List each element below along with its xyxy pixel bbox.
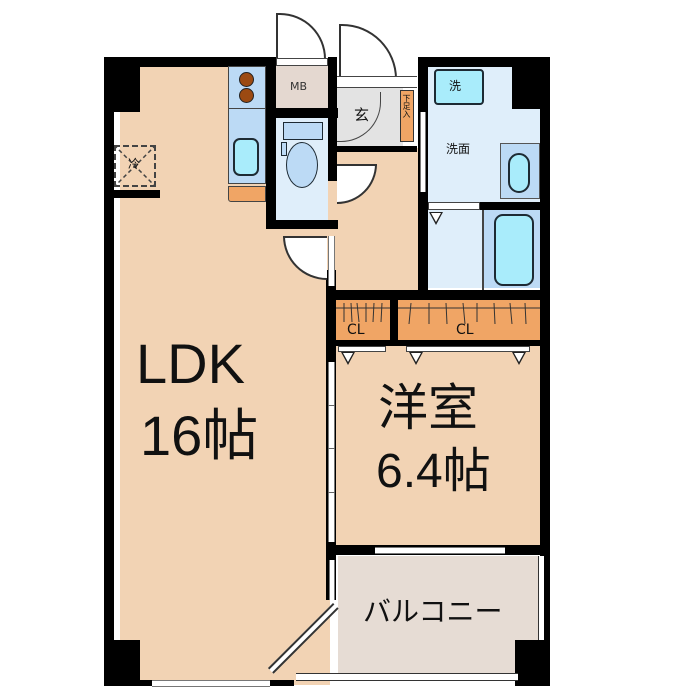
corner-pillar-tl	[104, 57, 140, 112]
ldk-window-bottom[interactable]	[152, 680, 270, 687]
closet-small-label: CL	[347, 322, 365, 338]
kitchen-divider	[228, 108, 266, 109]
bath-door-bar	[428, 202, 480, 210]
corner-pillar-br	[515, 640, 550, 686]
stove-burner-icon	[239, 72, 254, 87]
fridge-wall	[104, 190, 160, 198]
toilet-paper-holder	[281, 142, 287, 156]
ldk-label: LDK	[136, 332, 245, 395]
western-room-window[interactable]	[375, 547, 505, 554]
ldk-door-frame	[328, 236, 335, 286]
kitchen-counter-edge	[228, 186, 266, 202]
wall-right-balcony	[544, 556, 550, 686]
wall-right	[540, 57, 550, 557]
wall-bath-top	[480, 202, 550, 210]
shoe-box-label: 下足入	[402, 94, 411, 118]
wall-closet-bottom	[326, 340, 550, 346]
western-room-size-label: 6.4帖	[376, 445, 491, 498]
wall-toilet-right	[328, 57, 337, 181]
kitchen-sink-icon	[233, 138, 259, 176]
wall-kitchen-toilet	[266, 57, 276, 229]
entrance-threshold	[337, 76, 417, 88]
western-room-floor	[335, 345, 540, 545]
toilet-tank	[283, 122, 323, 140]
balcony-side-window	[329, 560, 335, 600]
bathtub-icon	[494, 214, 534, 286]
closet-door-marker-icon	[512, 352, 526, 365]
closet-large[interactable]	[398, 300, 540, 340]
partition-sliding-door[interactable]	[328, 362, 335, 542]
partition-tick	[328, 405, 335, 406]
closet-door-small	[338, 346, 386, 352]
wall-top-right	[420, 57, 550, 67]
wall-closet-divider	[390, 296, 398, 344]
wall-entrance-bottom	[337, 146, 417, 152]
washroom-sliding-door[interactable]	[420, 112, 426, 192]
bath-door-marker-icon	[429, 212, 443, 225]
fridge-cross-icon	[114, 145, 156, 187]
washing-machine	[434, 69, 484, 105]
shoe-box	[400, 90, 414, 142]
balcony-floor	[338, 556, 540, 678]
closet-hanger-lines	[336, 302, 540, 325]
balcony-label: バルコニー	[363, 595, 503, 628]
wall-top-left	[104, 57, 276, 67]
wall-mb-bottom	[266, 108, 338, 118]
wall-left	[104, 57, 114, 685]
entrance-door[interactable]	[339, 24, 397, 79]
wall-toilet-bottom	[266, 220, 338, 229]
balcony-rail-bottom	[296, 673, 518, 681]
balcony-rail-right	[538, 556, 544, 640]
ldk-size-label: 16帖	[140, 404, 259, 467]
corner-pillar-bl	[104, 640, 140, 685]
corner-pillar-tr	[512, 57, 550, 109]
stove-burner-icon	[239, 88, 254, 103]
closet-large-label: CL	[456, 322, 474, 338]
closet-door-marker-icon	[409, 352, 423, 365]
closet-door-large	[406, 346, 530, 352]
meter-box	[276, 66, 328, 108]
fridge-space	[114, 145, 156, 187]
washing-machine-label: 洗	[449, 79, 462, 93]
partition-tick	[328, 448, 335, 449]
toilet-bowl-icon	[286, 142, 318, 188]
meter-box-label: MB	[290, 80, 308, 93]
wall-closet-top	[326, 290, 550, 300]
washroom-label: 洗面	[446, 142, 471, 156]
mb-door[interactable]	[276, 13, 326, 59]
partition-tick	[328, 492, 335, 493]
closet-door-marker-icon	[341, 352, 355, 365]
mb-threshold	[276, 58, 328, 66]
vanity-sink-icon	[508, 153, 530, 193]
fridge-label: 冷	[128, 157, 141, 171]
bath-divider	[482, 210, 484, 290]
western-room-label: 洋室	[378, 379, 478, 437]
